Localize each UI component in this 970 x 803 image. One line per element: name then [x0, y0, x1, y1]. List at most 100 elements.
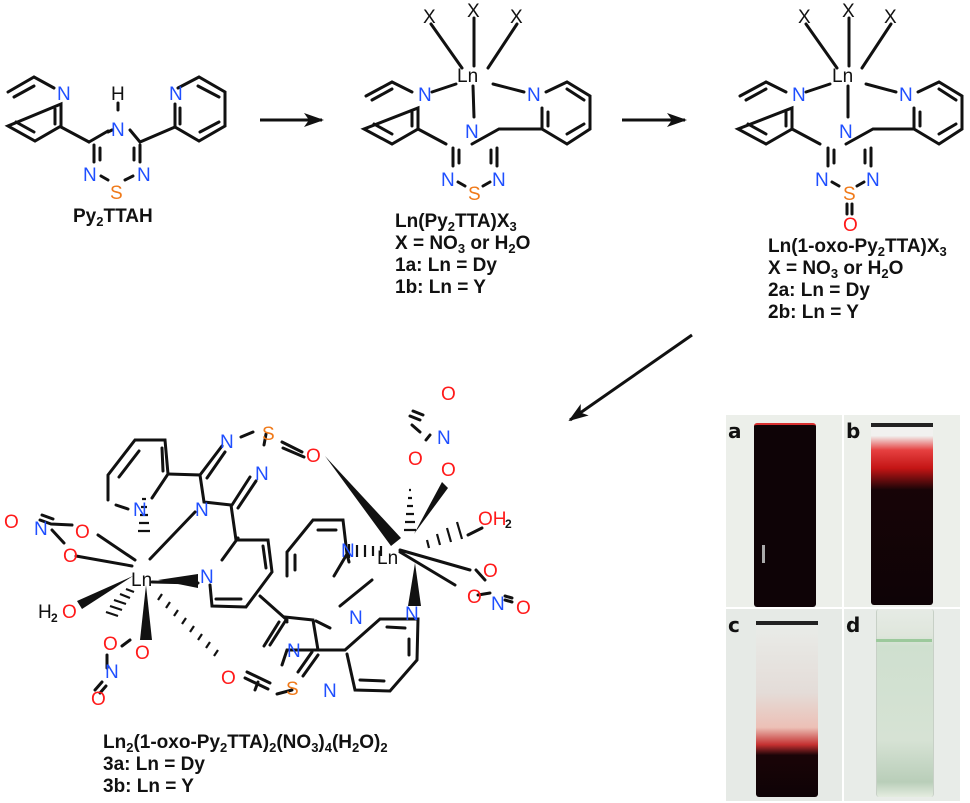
compound-2-formula: Ln(1-oxo-Py2TTA)X3	[768, 236, 947, 259]
atom-o: O	[103, 634, 118, 655]
compound-1b-definition: 1b: Ln = Y	[395, 277, 486, 298]
atom-n: N	[491, 594, 505, 615]
atom-n: N	[323, 681, 337, 702]
atom-h: H	[111, 84, 125, 105]
stereo-bonds	[77, 456, 464, 657]
ligand-atoms: N N H N N N S	[57, 84, 183, 204]
atom-h: H	[38, 602, 52, 623]
atom-n: N	[792, 85, 806, 106]
atom-n: N	[866, 170, 880, 191]
svg-text:2: 2	[51, 611, 58, 625]
compound-3-label: Ln2(1-oxo-Py2TTA)2(NO3)4(H2O)2 3a: Ln = …	[103, 732, 388, 798]
atom-n: N	[815, 170, 829, 191]
atom-o: O	[408, 449, 423, 470]
atom-o: OH	[478, 509, 507, 530]
compound-2-label: Ln(1-oxo-Py2TTA)X3 X = NO3 or H2O 2a: Ln…	[768, 236, 947, 324]
atom-n: N	[492, 170, 506, 191]
compound-3-atoms: Ln Ln N N N N N S O O N O O H 2 O O O N …	[4, 384, 531, 710]
ligand-py2ttah-structure	[4, 75, 227, 182]
atom-x: X	[467, 1, 480, 22]
atom-n: N	[57, 84, 71, 105]
vial-clearing-solution	[756, 623, 818, 797]
compound-1-atoms: N N N N N S Ln X X X	[418, 1, 541, 205]
atom-n: N	[111, 120, 125, 141]
hash-bonds	[105, 488, 464, 657]
atom-x: X	[510, 7, 523, 28]
atom-s: S	[468, 184, 481, 205]
atom-n: N	[287, 641, 301, 662]
atom-n: N	[255, 464, 269, 485]
compound-2-atoms: N N N N N S O Ln X X X	[792, 1, 913, 236]
atom-n: N	[133, 500, 147, 521]
atom-o: O	[483, 561, 498, 582]
atom-o: O	[63, 546, 78, 567]
atom-o: O	[75, 522, 90, 543]
atom-s: S	[262, 424, 275, 445]
atom-s: S	[843, 184, 856, 205]
panel-label-a: a	[728, 419, 742, 443]
atom-n: N	[441, 170, 455, 191]
atom-n: N	[527, 85, 541, 106]
atom-o: O	[4, 512, 19, 533]
atom-o: O	[467, 587, 482, 608]
reaction-arrow-3	[568, 333, 693, 422]
atom-n: N	[34, 519, 48, 540]
atom-ln: Ln	[377, 548, 398, 569]
atom-n: N	[105, 662, 119, 683]
vial-red-plumes	[871, 425, 933, 605]
compound-1-x-definition: X = NO3 or H2O	[395, 233, 531, 256]
atom-n: N	[437, 428, 451, 449]
svg-text:2: 2	[505, 517, 512, 531]
atom-n: N	[839, 122, 853, 143]
compound-3b-definition: 3b: Ln = Y	[103, 776, 194, 797]
atom-n: N	[465, 122, 479, 143]
atom-o: O	[441, 384, 456, 405]
compound-1-formula: Ln(Py2TTA)X3	[395, 211, 517, 234]
vial-photographs: a b c d	[726, 415, 960, 801]
vial-pale-green-solution	[876, 609, 934, 797]
compound-3a-definition: 3a: Ln = Dy	[103, 754, 205, 775]
atom-x: X	[798, 7, 811, 28]
atom-n: N	[341, 541, 355, 562]
photo-panel-c: c	[726, 609, 842, 801]
atom-o: O	[306, 446, 321, 467]
atom-x: X	[884, 7, 897, 28]
atom-s: S	[286, 679, 299, 700]
atom-ln: Ln	[832, 66, 853, 87]
atom-n: N	[200, 567, 214, 588]
panel-label-b: b	[846, 419, 861, 443]
compound-1-label: Ln(Py2TTA)X3 X = NO3 or H2O 1a: Ln = Dy …	[395, 211, 530, 299]
compound-2b-definition: 2b: Ln = Y	[768, 302, 859, 323]
atom-n: N	[220, 432, 234, 453]
atom-n: N	[137, 165, 151, 186]
compound-2-structure	[734, 16, 964, 216]
vial-dark-solution	[754, 423, 816, 607]
atom-x: X	[423, 7, 436, 28]
atom-o: O	[843, 215, 858, 236]
photo-panel-a: a	[726, 415, 842, 607]
compound-1a-definition: 1a: Ln = Dy	[395, 255, 497, 276]
compound-3-formula: Ln2(1-oxo-Py2TTA)2(NO3)4(H2O)2	[103, 732, 388, 755]
atom-n: N	[418, 85, 432, 106]
atom-n: N	[349, 608, 363, 629]
atom-n: N	[169, 84, 183, 105]
ligand-label: Py2TTAH	[73, 206, 153, 229]
compound-3-structure	[38, 409, 514, 696]
panel-label-d: d	[846, 613, 861, 637]
atom-s: S	[110, 183, 123, 204]
atom-n: N	[195, 500, 209, 521]
compound-1-structure	[360, 16, 592, 188]
atom-x: X	[842, 1, 855, 22]
atom-o: O	[516, 598, 531, 619]
atom-n: N	[405, 604, 419, 625]
atom-n: N	[899, 85, 913, 106]
compound-2-x-definition: X = NO3 or H2O	[768, 258, 904, 281]
compound-2a-definition: 2a: Ln = Dy	[768, 280, 870, 301]
atom-o: O	[91, 689, 106, 710]
atom-o: O	[135, 643, 150, 664]
panel-label-c: c	[728, 613, 740, 637]
atom-n: N	[83, 165, 97, 186]
atom-o: O	[62, 602, 77, 623]
photo-panel-b: b	[844, 415, 960, 607]
